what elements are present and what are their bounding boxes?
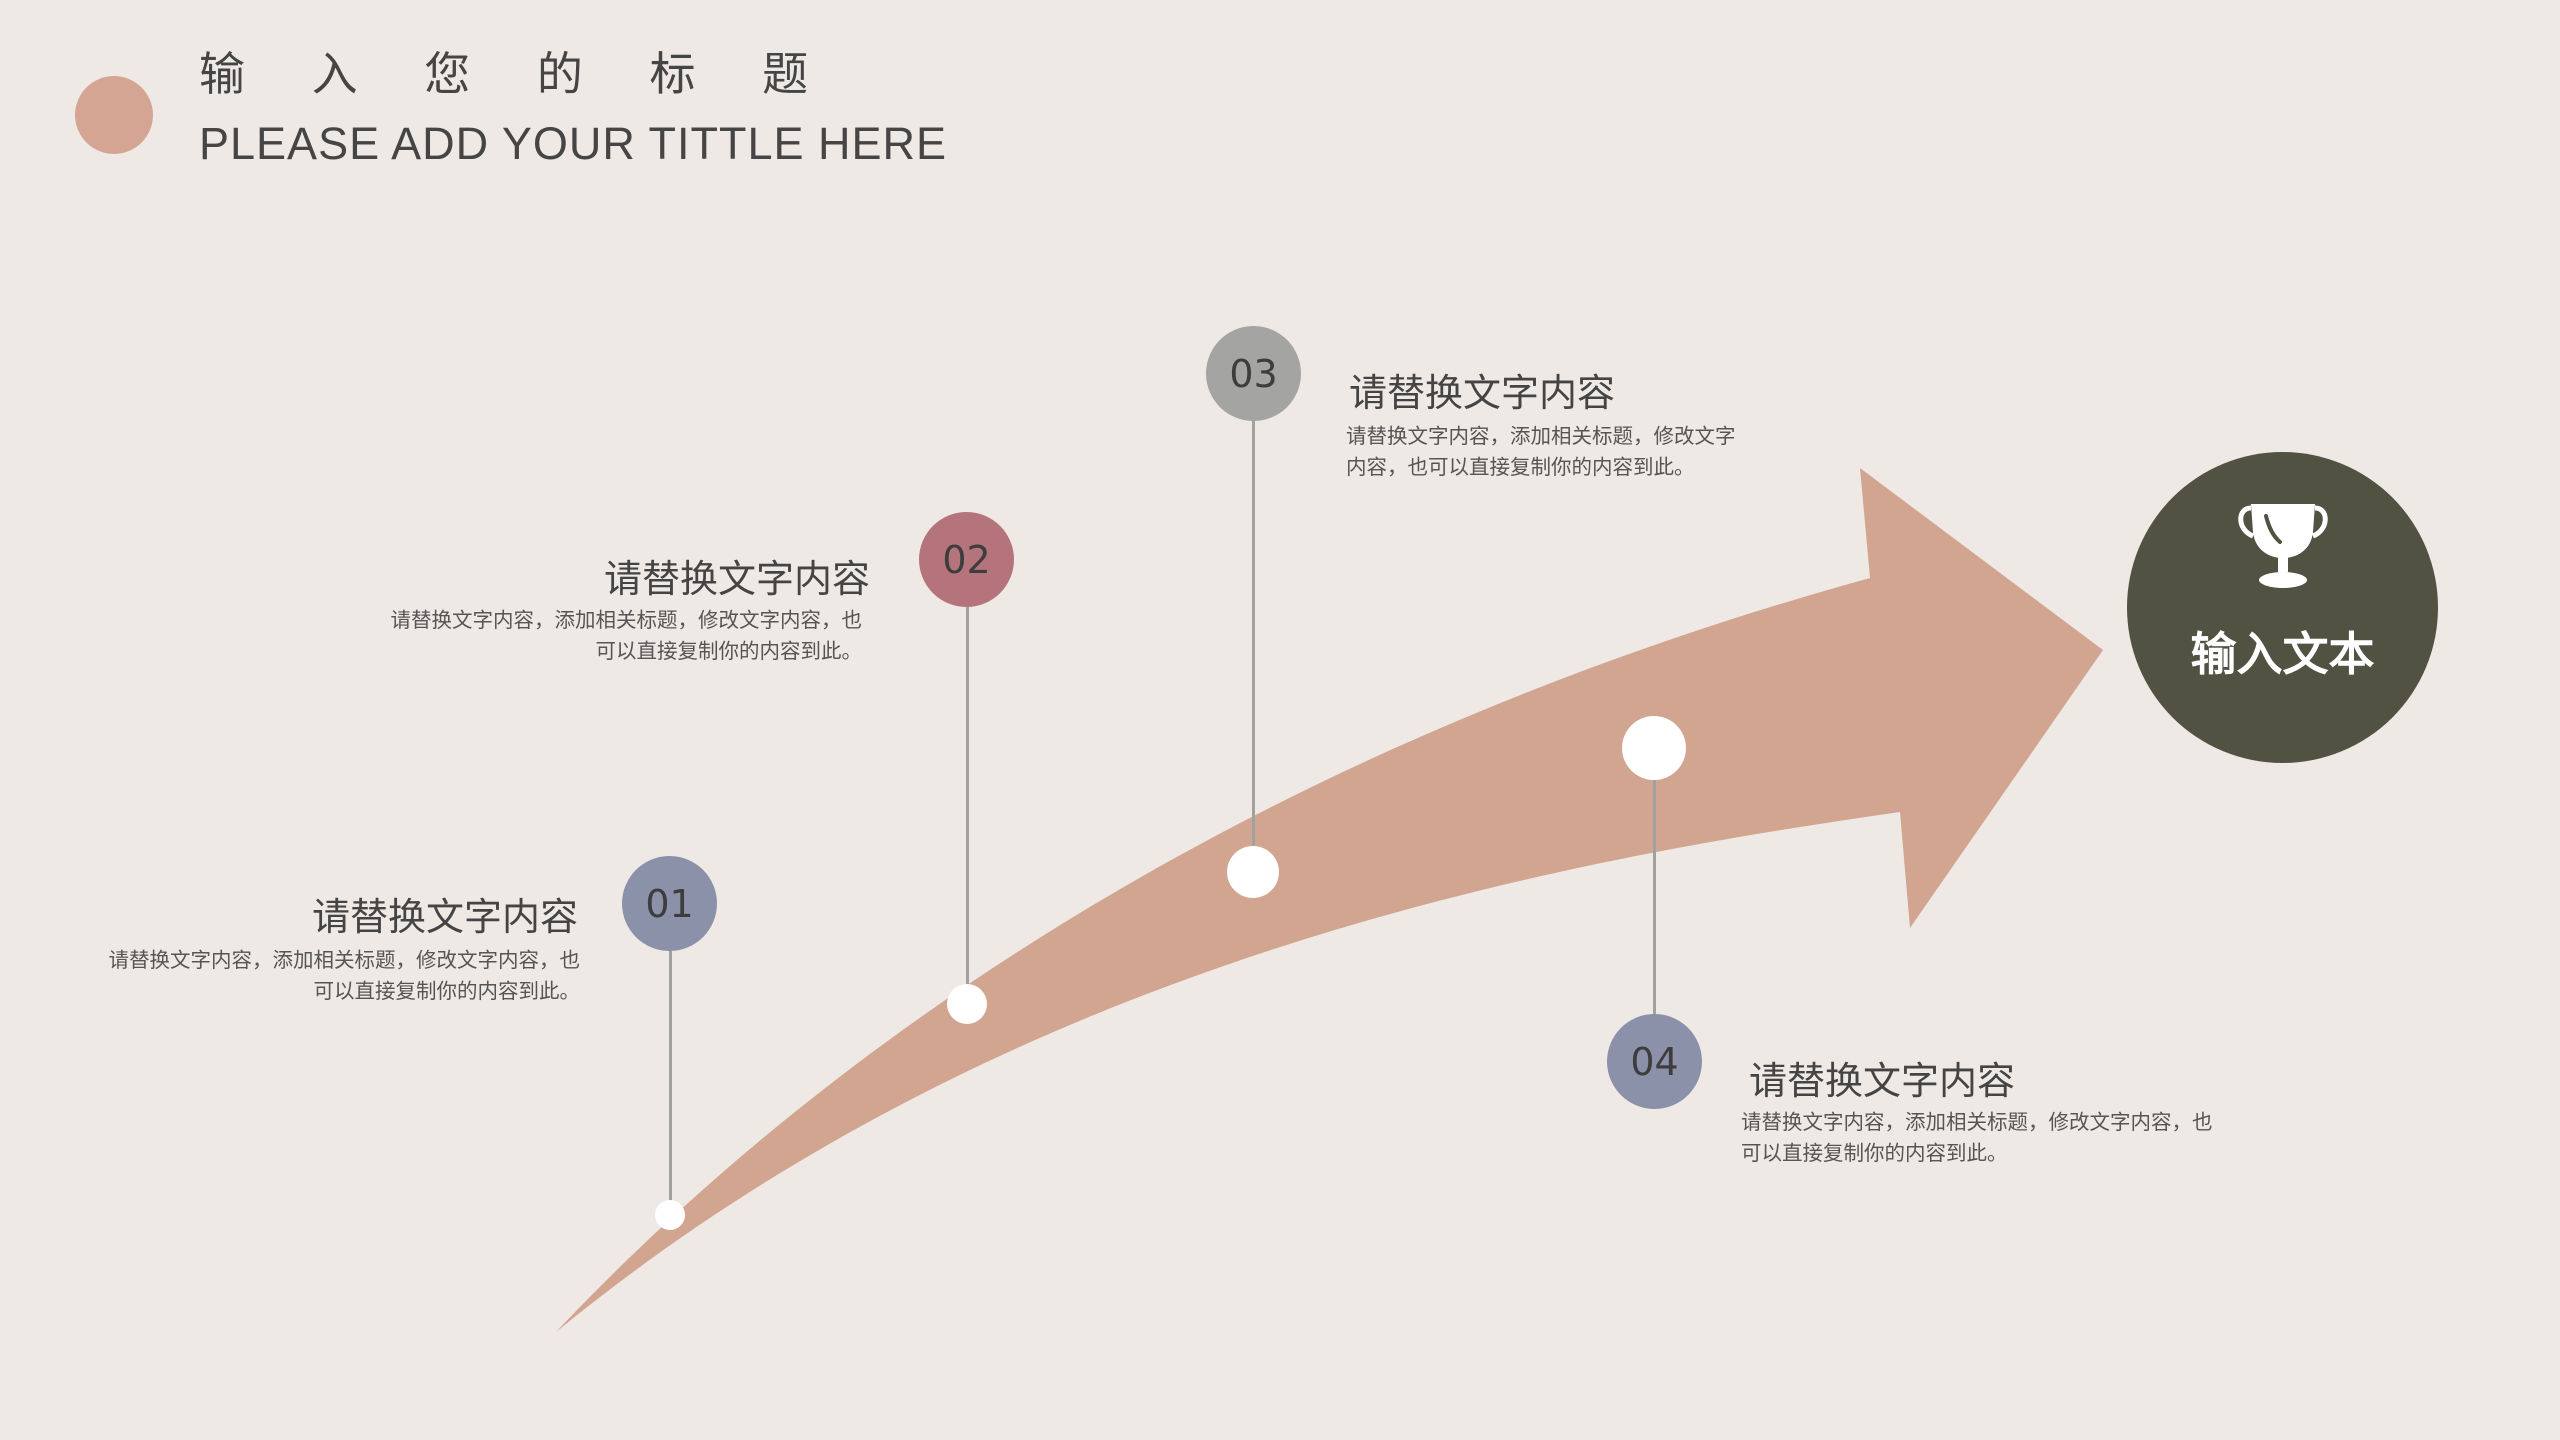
step3-title: 请替换文字内容 [1349, 371, 1616, 415]
step2-number-badge: 02 [919, 512, 1014, 607]
step1-marker [655, 1200, 685, 1230]
step2-description: 请替换文字内容，添加相关标题，修改文字内容，也 可以直接复制你的内容到此。 [340, 605, 863, 667]
step3-number-badge: 03 [1206, 326, 1301, 421]
growth-arrow-shape [556, 468, 2103, 1332]
step4-marker [1622, 716, 1686, 780]
step4-title: 请替换文字内容 [1749, 1059, 2016, 1103]
step2-connector-line [966, 558, 969, 1004]
page-title: 输 入 您 的 标 题 [199, 47, 835, 101]
step1-connector-line [669, 904, 672, 1214]
step1-description: 请替换文字内容，添加相关标题，修改文字内容，也 可以直接复制你的内容到此。 [60, 945, 581, 1007]
header-accent-dot [75, 76, 153, 154]
step4-description-line: 可以直接复制你的内容到此。 [1741, 1141, 2008, 1165]
step4-description: 请替换文字内容，添加相关标题，修改文字内容，也 可以直接复制你的内容到此。 [1741, 1107, 2261, 1169]
goal-label: 输入文本 [2190, 627, 2375, 681]
step2-title: 请替换文字内容 [603, 557, 870, 601]
step3-connector-line [1252, 372, 1255, 872]
step2-description-line: 可以直接复制你的内容到此。 [595, 639, 863, 663]
step2-marker [947, 984, 987, 1024]
step3-description-line: 请替换文字内容，添加相关标题，修改文字 [1346, 424, 1736, 448]
step4-connector-line [1653, 748, 1656, 1038]
step1-title: 请替换文字内容 [311, 895, 578, 939]
page-subtitle: PLEASE ADD YOUR TITTLE HERE [199, 118, 948, 169]
step3-description: 请替换文字内容，添加相关标题，修改文字 内容，也可以直接复制你的内容到此。 [1346, 421, 1786, 483]
goal-circle: 输入文本 [2127, 452, 2438, 763]
step2-description-line: 请替换文字内容，添加相关标题，修改文字内容，也 [390, 608, 863, 632]
step1-description-line: 请替换文字内容，添加相关标题，修改文字内容，也 [108, 948, 581, 972]
step3-marker [1227, 846, 1279, 898]
step3-description-line: 内容，也可以直接复制你的内容到此。 [1346, 455, 1695, 479]
step1-number-badge: 01 [622, 856, 717, 951]
step4-number-badge: 04 [1607, 1014, 1702, 1109]
step1-description-line: 可以直接复制你的内容到此。 [313, 979, 581, 1003]
trophy-icon [2238, 504, 2328, 588]
step4-description-line: 请替换文字内容，添加相关标题，修改文字内容，也 [1741, 1110, 2213, 1134]
